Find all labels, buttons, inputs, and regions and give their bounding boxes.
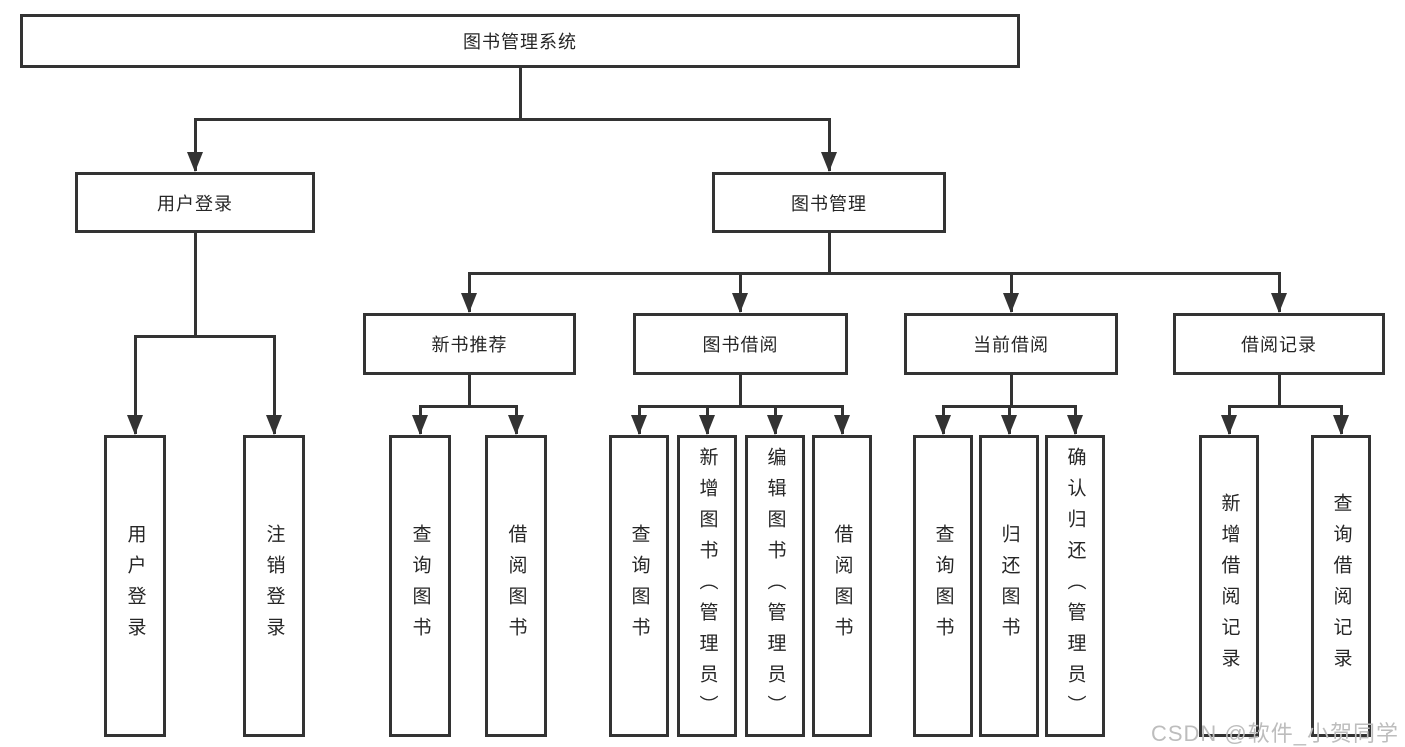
connector-stem: [739, 375, 742, 406]
connector-bar: [638, 405, 844, 408]
node-group-current-borrowing: 当前借阅: [904, 313, 1118, 375]
node-label: 图书借阅: [702, 335, 779, 355]
arrowhead-down-icon: [1067, 415, 1083, 435]
arrowhead-down-icon: [187, 152, 203, 172]
node-label: 查询借阅记录: [1330, 493, 1352, 679]
connector-arrow-stem: [1010, 272, 1013, 312]
node-leaf-add-borrow-record: 新增借阅记录: [1199, 435, 1259, 737]
connector-bar: [134, 335, 276, 338]
connector-bar: [468, 272, 1281, 275]
node-label: 借阅图书: [505, 524, 527, 648]
node-label: 用户登录: [157, 193, 233, 214]
arrowhead-down-icon: [1001, 415, 1017, 435]
node-label: 归还图书: [998, 524, 1020, 648]
node-label: 注销登录: [263, 524, 285, 648]
arrowhead-down-icon: [1333, 415, 1349, 435]
node-branch-user-login: 用户登录: [75, 172, 315, 233]
connector-stem: [519, 68, 522, 119]
node-label: 查询图书: [628, 524, 650, 648]
arrowhead-down-icon: [732, 293, 748, 313]
arrowhead-down-icon: [127, 415, 143, 435]
node-leaf-query-books-borrowing: 查询图书: [609, 435, 669, 737]
connector-stem: [1278, 375, 1281, 406]
node-branch-book-management: 图书管理: [712, 172, 946, 233]
node-label: 确认归还（管理员）: [1064, 446, 1086, 726]
arrowhead-down-icon: [631, 415, 647, 435]
connector-arrow-stem: [468, 272, 471, 312]
arrowhead-down-icon: [699, 415, 715, 435]
node-leaf-borrow-books-borrowing: 借阅图书: [812, 435, 872, 737]
node-leaf-borrow-books-recommend: 借阅图书: [485, 435, 547, 737]
arrowhead-down-icon: [461, 293, 477, 313]
node-label: 图书管理: [791, 193, 867, 214]
arrowhead-down-icon: [412, 415, 428, 435]
node-group-book-borrowing: 图书借阅: [633, 313, 848, 375]
node-label: 编辑图书（管理员）: [764, 446, 786, 726]
connector-stem: [1010, 375, 1013, 406]
node-leaf-query-borrow-record: 查询借阅记录: [1311, 435, 1371, 737]
node-label: 查询图书: [409, 524, 431, 648]
node-leaf-logout: 注销登录: [243, 435, 305, 737]
node-label: 新书推荐: [431, 335, 508, 355]
connector-arrow-stem: [828, 118, 831, 171]
arrowhead-down-icon: [821, 152, 837, 172]
node-label: 用户登录: [124, 524, 146, 648]
connector-arrow-stem: [739, 272, 742, 312]
node-leaf-return-books: 归还图书: [979, 435, 1039, 737]
node-root-system: 图书管理系统: [20, 14, 1020, 68]
node-leaf-confirm-return-admin: 确认归还（管理员）: [1045, 435, 1105, 737]
connector-arrow-stem: [134, 335, 137, 434]
connector-stem: [194, 233, 197, 336]
arrowhead-down-icon: [767, 415, 783, 435]
node-leaf-query-books-recommend: 查询图书: [389, 435, 451, 737]
node-label: 查询图书: [932, 524, 954, 648]
arrowhead-down-icon: [266, 415, 282, 435]
node-leaf-user-login: 用户登录: [104, 435, 166, 737]
node-label: 借阅记录: [1241, 335, 1317, 355]
connector-arrow-stem: [1278, 272, 1281, 312]
connector-arrow-stem: [194, 118, 197, 171]
node-group-new-book-recommendation: 新书推荐: [363, 313, 576, 375]
node-label: 新增图书（管理员）: [696, 446, 718, 726]
arrowhead-down-icon: [1221, 415, 1237, 435]
arrowhead-down-icon: [1003, 293, 1019, 313]
node-leaf-add-book-admin: 新增图书（管理员）: [677, 435, 737, 737]
node-label: 借阅图书: [831, 524, 853, 648]
arrowhead-down-icon: [1271, 293, 1287, 313]
node-leaf-query-books-current: 查询图书: [913, 435, 973, 737]
arrowhead-down-icon: [508, 415, 524, 435]
connector-bar: [194, 118, 831, 121]
node-label: 当前借阅: [973, 335, 1049, 355]
node-label: 图书管理系统: [463, 32, 577, 52]
connector-bar: [1228, 405, 1343, 408]
connector-stem: [468, 375, 471, 406]
node-label: 新增借阅记录: [1218, 493, 1240, 679]
csdn-watermark: CSDN @软件_小贺同学: [1150, 721, 1399, 746]
connector-stem: [828, 233, 831, 273]
arrowhead-down-icon: [834, 415, 850, 435]
arrowhead-down-icon: [935, 415, 951, 435]
connector-bar: [419, 405, 518, 408]
node-leaf-edit-book-admin: 编辑图书（管理员）: [745, 435, 805, 737]
node-group-borrowing-records: 借阅记录: [1173, 313, 1385, 375]
connector-arrow-stem: [273, 335, 276, 434]
